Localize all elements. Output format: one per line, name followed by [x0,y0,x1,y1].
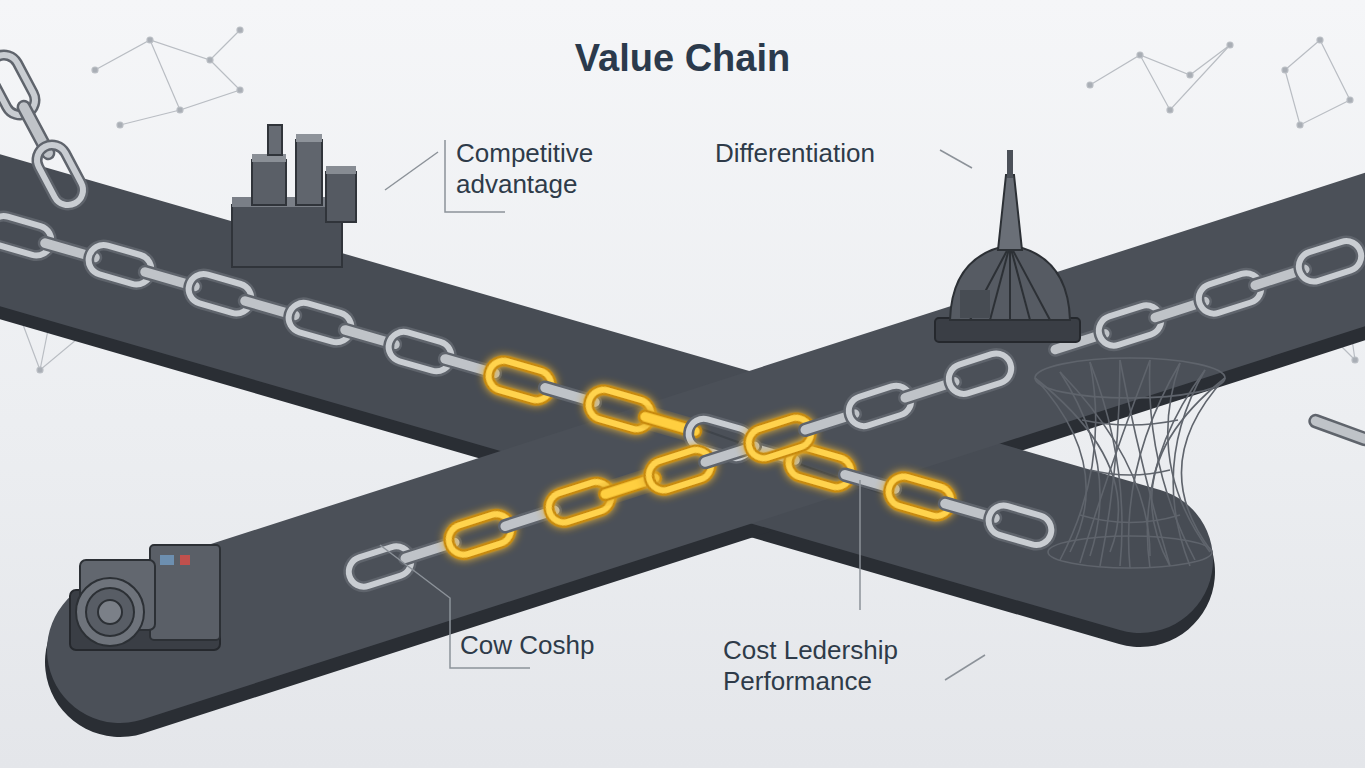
diagram-title: Value Chain [0,36,1365,82]
chain [0,50,1365,447]
diagram-title-holder: Value Chain [0,36,1365,82]
callout-label: Competitive advantage [456,138,636,200]
callout-label-holder: Cow Coshp [460,630,660,661]
callout-label: Differentiation [715,138,935,169]
platform-band [0,207,1365,662]
leader-line [380,140,985,680]
callout-label-holder: Differentiation [715,138,935,169]
callout-label-holder: Competitive advantage [456,138,636,200]
machine-icon [70,545,220,650]
chain [345,237,1365,590]
blocks-icon [232,125,356,267]
callout-label: Cow Coshp [460,630,660,661]
mesh-vase [1035,358,1225,568]
chain [0,213,1055,549]
callout-label: Cost Ledership Performance [723,635,938,697]
callout-label-holder: Cost Ledership Performance [723,635,938,697]
spire-icon [935,150,1080,342]
